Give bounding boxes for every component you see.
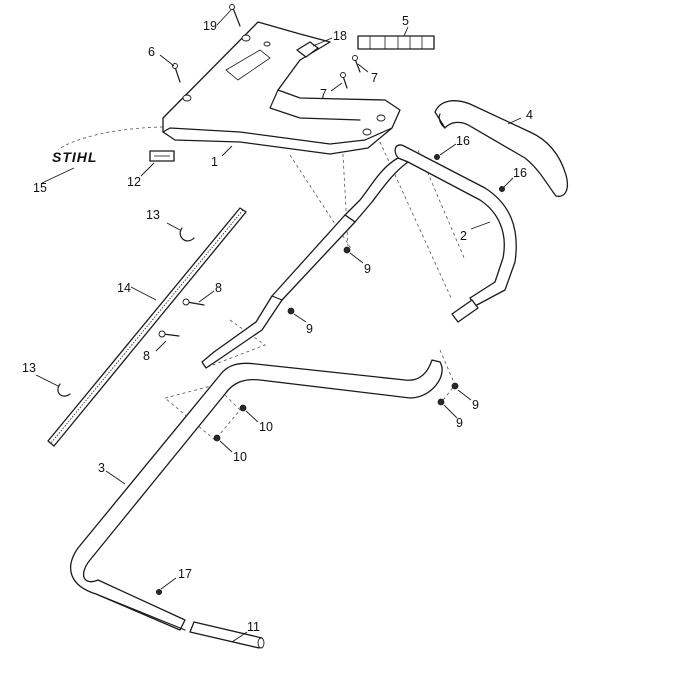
warning-decal [357, 35, 435, 50]
part-label-9a: 9 [364, 262, 371, 276]
part-label-13b: 13 [22, 361, 36, 375]
part-label-12: 12 [127, 175, 141, 189]
part-label-17: 17 [178, 567, 192, 581]
leader-lines [35, 9, 522, 643]
circlip-lower [57, 383, 71, 397]
part-label-16b: 16 [513, 166, 527, 180]
control-cable [47, 207, 247, 447]
lower-handle-frame [70, 359, 443, 631]
upper-handlebar [344, 144, 517, 323]
part-label-7a: 7 [320, 87, 327, 101]
part-label-15: 15 [33, 181, 47, 195]
part-label-6: 6 [148, 45, 155, 59]
part-label-10a: 10 [259, 420, 273, 434]
part-label-3: 3 [98, 461, 105, 475]
part-label-9d: 9 [456, 416, 463, 430]
part-label-19: 19 [203, 19, 217, 33]
part-label-1: 1 [211, 155, 218, 169]
part-number-labels: 1 2 3 4 5 6 7 7 8 8 9 9 9 9 10 10 11 12 … [22, 14, 533, 634]
part-label-9c: 9 [472, 398, 479, 412]
part-label-16a: 16 [456, 134, 470, 148]
part-label-8a: 8 [215, 281, 222, 295]
hardware [155, 4, 505, 596]
part-label-18: 18 [333, 29, 347, 43]
part-label-11: 11 [247, 620, 260, 634]
circlip-upper [179, 227, 195, 242]
stihl-logo: STIHL [52, 149, 97, 165]
lower-grip [189, 621, 265, 649]
part-label-9b: 9 [306, 322, 313, 336]
part-label-10b: 10 [233, 450, 247, 464]
part-label-14: 14 [117, 281, 131, 295]
upper-grip [434, 100, 569, 197]
part-label-2: 2 [460, 229, 467, 243]
part-label-4: 4 [526, 108, 533, 122]
left-middle-tube [201, 214, 356, 369]
part-label-8b: 8 [143, 349, 150, 363]
cable-clip [296, 41, 319, 58]
part-label-13a: 13 [146, 208, 160, 222]
small-label [149, 150, 175, 162]
handle-cover-plate [162, 21, 401, 155]
part-label-5: 5 [402, 14, 409, 28]
part-label-7b: 7 [371, 71, 378, 85]
